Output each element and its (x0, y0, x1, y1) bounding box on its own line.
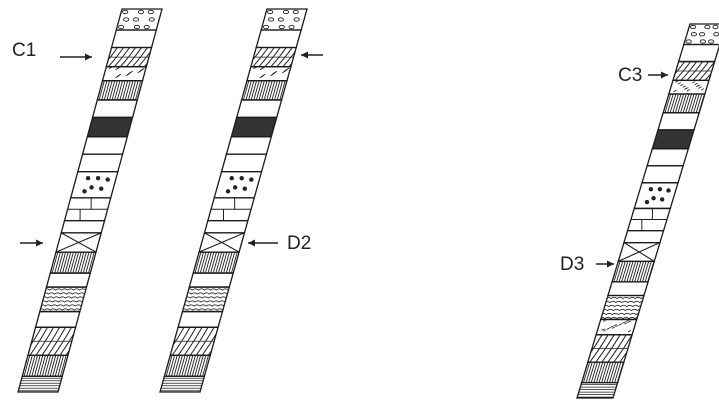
layer-dotted-sand (225, 176, 254, 194)
columns-group (17, 8, 719, 399)
layer-vertical-lined (241, 80, 287, 100)
label-d2: D2 (287, 233, 312, 254)
layer-dotted-sand (644, 187, 671, 205)
layer-horizontal-laminated (160, 377, 205, 392)
arrows-group (20, 51, 668, 268)
column-1 (17, 8, 163, 393)
layer-x-marker (618, 242, 660, 262)
layer-stippled-lens (673, 80, 705, 93)
layer-brick-limestone (209, 197, 254, 221)
layer-dark-shale (87, 117, 133, 137)
column-2 (159, 8, 308, 393)
layer-wavy-laminated (39, 288, 87, 311)
layer-stippled-lens (601, 319, 632, 333)
layer-stippled-lens (253, 66, 290, 79)
layer-dark-shale (231, 117, 277, 137)
layer-horizontal-laminated (577, 384, 618, 398)
layer-stippled-lens (108, 66, 145, 79)
label-c1: C1 (12, 40, 37, 61)
layer-horizontal-laminated (18, 377, 63, 392)
layer-conglomerate (262, 9, 300, 30)
layer-vertical-lined (97, 80, 143, 100)
label-c3: C3 (618, 65, 643, 86)
column-3 (576, 23, 719, 399)
layer-wavy-laminated (600, 296, 644, 320)
layer-cross-bedded (672, 61, 715, 81)
layer-x-marker (55, 232, 102, 253)
arrow-left-lower (596, 260, 614, 268)
layer-wavy-laminated (182, 288, 230, 311)
label-d3: D3 (560, 254, 585, 275)
layer-x-marker (199, 232, 245, 253)
arrow-left-upper (60, 53, 92, 61)
layer-dark-shale (652, 129, 695, 149)
arrow-right-upper (301, 51, 323, 59)
layer-conglomerate (118, 9, 155, 30)
layer-dotted-sand (82, 176, 110, 194)
layer-brick-limestone (628, 208, 669, 231)
arrow-left-upper (648, 71, 668, 79)
arrow-right-lower (248, 239, 278, 247)
layer-conglomerate (685, 24, 719, 44)
layer-brick-limestone (65, 197, 110, 221)
arrow-left-lower (20, 239, 43, 247)
